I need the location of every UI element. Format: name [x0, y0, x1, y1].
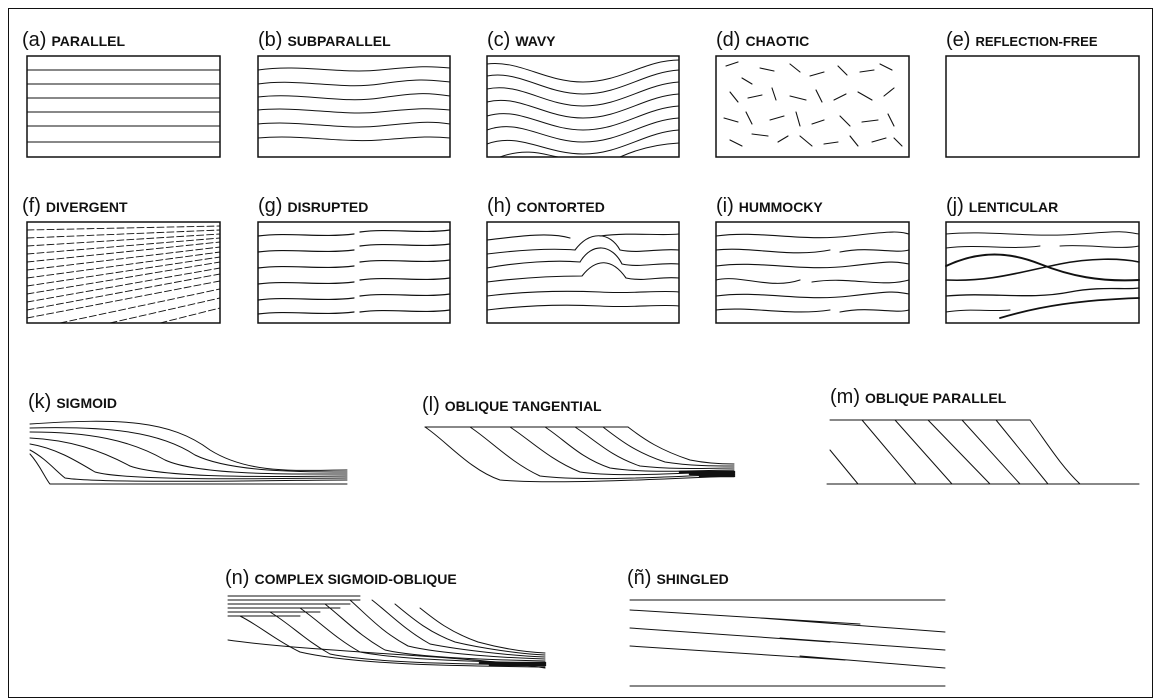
figure-frame [8, 8, 1153, 698]
